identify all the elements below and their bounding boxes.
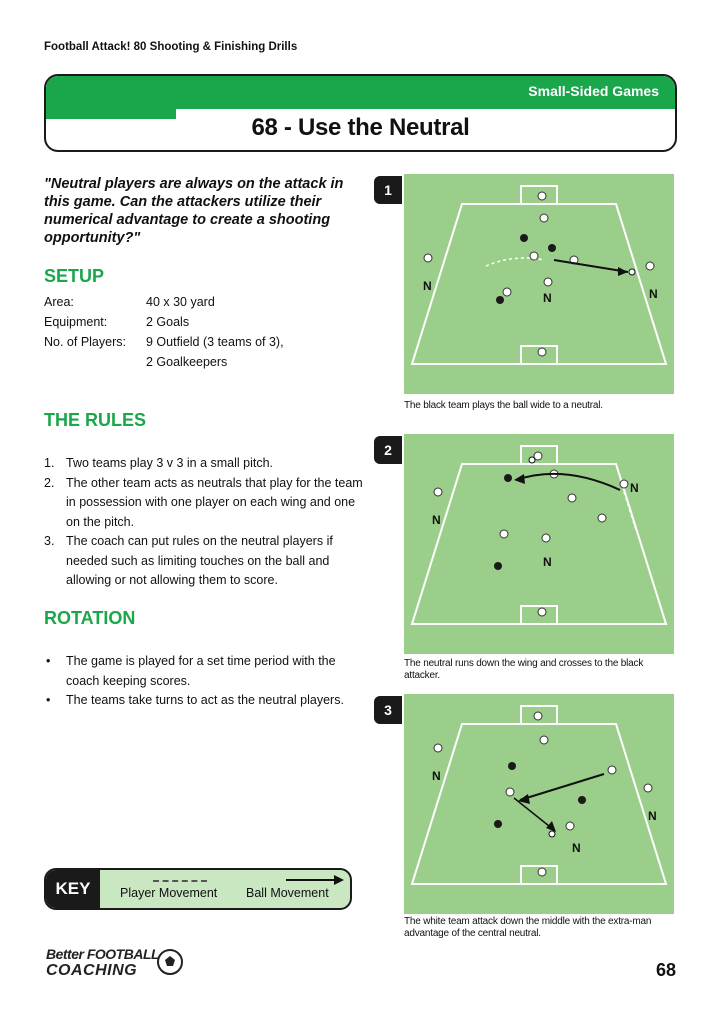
bullet: •: [46, 693, 51, 707]
ball-movement-label: Ball Movement: [246, 886, 329, 900]
setup-row: No. of Players: 9 Outfield (3 teams of 3…: [44, 332, 346, 352]
logo-better: Better FOOTBALL: [46, 946, 160, 962]
item-text: The game is played for a set time period…: [66, 654, 336, 688]
list-item: • The teams take turns to act as the neut…: [44, 691, 364, 711]
neutral-label: N: [648, 809, 657, 823]
list-item: • The game is played for a set time perio…: [44, 652, 364, 691]
drill-title-box: Small-Sided Games 68 - Use the Neutral: [44, 74, 677, 152]
diagram-caption: The black team plays the ball wide to a …: [404, 400, 603, 411]
key-label: KEY: [46, 870, 100, 908]
drill-quote: "Neutral players are always on the attac…: [44, 176, 344, 246]
neutral-label: N: [423, 279, 432, 293]
page-number: 68: [655, 960, 676, 980]
diagram-number: 2: [374, 436, 402, 464]
rules-list: 1. Two teams play 3 v 3 in a small pitch.…: [44, 454, 364, 591]
item-text: The other team acts as neutrals that pla…: [66, 475, 363, 529]
diagram-caption: The neutral runs down the wing and cross…: [404, 658, 644, 681]
players: [433, 451, 629, 617]
setup-key: Equipment:: [44, 315, 108, 329]
rotation-heading: ROTATION: [44, 608, 136, 628]
ball-movement-arrow-icon: [286, 875, 344, 885]
item-number: 2.: [44, 475, 55, 490]
book-title: Football Attack! 80 Shooting & Finishing…: [44, 41, 298, 53]
football-logo-icon: [157, 949, 183, 975]
pitch-drawing: N N N: [410, 705, 668, 885]
setup-row: Equipment: 2 Goals: [44, 312, 346, 332]
setup-heading: SETUP: [44, 266, 105, 286]
neutral-label: N: [543, 291, 552, 305]
pitch-drawing: N N N: [410, 445, 668, 625]
item-number: 1.: [44, 456, 55, 470]
neutral-label: N: [543, 555, 552, 569]
neutral-label: N: [432, 513, 441, 527]
diagram-number: 1: [374, 176, 402, 204]
list-item: 3. The coach can put rules on the neutral…: [44, 532, 364, 591]
setup-key: [44, 352, 146, 372]
setup-value: 40 x 30 yard: [146, 295, 215, 309]
neutral-label: N: [649, 287, 658, 301]
neutral-label: N: [572, 841, 581, 855]
bullet: •: [46, 654, 51, 668]
neutral-label: N: [630, 481, 639, 495]
title-banner-notch: [46, 109, 176, 119]
logo-coaching: COACHING: [46, 962, 138, 979]
item-text: Two teams play 3 v 3 in a small pitch.: [66, 456, 274, 470]
key-legend: KEY Player Movement Ball Movement: [44, 868, 352, 910]
title-banner: [46, 76, 675, 109]
pitch-diagram-2: N N N: [404, 434, 674, 654]
pitch-diagram-3: N N N: [404, 694, 674, 914]
list-item: 1. Two teams play 3 v 3 in a small pitch.: [44, 454, 364, 474]
neutral-label: N: [432, 769, 441, 783]
setup-row: 2 Goalkeepers: [44, 352, 346, 372]
item-number: 3.: [44, 534, 55, 548]
setup-value: 9 Outfield (3 teams of 3),: [146, 335, 284, 349]
players: [433, 711, 653, 877]
setup-table: Area: 40 x 30 yard Equipment: 2 Goals No…: [44, 292, 346, 372]
diagram-caption: The white team attack down the middle wi…: [404, 916, 652, 939]
player-movement-dash-icon: [153, 880, 207, 882]
item-text: The teams take turns to act as the neutr…: [66, 693, 344, 707]
item-text: The coach can put rules on the neutral p…: [66, 534, 333, 587]
setup-row: Area: 40 x 30 yard: [44, 292, 346, 312]
setup-value: 2 Goalkeepers: [146, 355, 228, 369]
setup-key: Area:: [44, 295, 74, 309]
pitch-drawing: N N N: [410, 185, 668, 365]
setup-key: No. of Players:: [44, 335, 126, 349]
players: [423, 191, 655, 357]
drill-title: 68 - Use the Neutral: [251, 114, 470, 141]
player-movement-label: Player Movement: [120, 886, 218, 900]
diagram-number: 3: [374, 696, 402, 724]
pitch-diagram-1: N N N: [404, 174, 674, 394]
setup-value: 2 Goals: [146, 315, 190, 329]
section-tag: Small-Sided Games: [528, 83, 659, 99]
rotation-list: • The game is played for a set time perio…: [44, 652, 364, 711]
rules-heading: THE RULES: [44, 410, 147, 430]
list-item: 2. The other team acts as neutrals that p…: [44, 474, 364, 533]
